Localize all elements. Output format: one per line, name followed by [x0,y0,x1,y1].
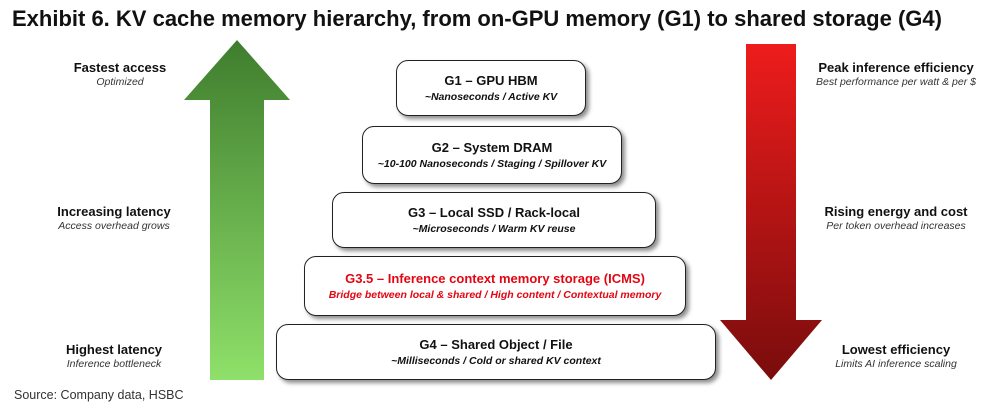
right-label-rising: Rising energy and cost Per token overhea… [796,204,996,232]
up-arrow-icon [184,40,290,380]
right-label-sub: Per token overhead increases [826,220,966,232]
exhibit-title: Exhibit 6. KV cache memory hierarchy, fr… [12,6,942,31]
tier-name: G4 – Shared Object / File [419,337,573,352]
right-label-heading: Peak inference efficiency [818,60,974,75]
right-label-heading: Lowest efficiency [841,342,951,357]
right-label-sub: Best performance per watt & per $ [816,76,976,88]
tier-name: G3 – Local SSD / Rack-local [408,205,580,220]
down-arrow-icon [720,44,822,380]
tier-name: G3.5 – Inference context memory storage … [345,271,645,286]
tier-g3-5-icms: G3.5 – Inference context memory storage … [304,256,686,316]
tier-name: G1 – GPU HBM [444,73,538,88]
left-label-heading: Highest latency [65,342,163,357]
left-label-sub: Access overhead grows [58,220,170,232]
tier-g2: G2 – System DRAM ~10-100 Nanoseconds / S… [362,126,622,184]
left-label-heading: Fastest access [73,60,167,75]
left-label-sub: Inference bottleneck [66,358,162,370]
right-label-lowest: Lowest efficiency Limits AI inference sc… [796,342,996,370]
tier-desc: ~10-100 Nanoseconds / Staging / Spillove… [377,158,607,170]
left-label-highest: Highest latency Inference bottleneck [14,342,214,370]
tier-desc: ~Milliseconds / Cold or shared KV contex… [391,355,601,367]
tier-g1: G1 – GPU HBM ~Nanoseconds / Active KV [396,60,586,116]
tier-name: G2 – System DRAM [431,140,553,155]
left-label-fastest: Fastest access Optimized [20,60,220,88]
source-note: Source: Company data, HSBC [14,388,184,402]
right-label-peak: Peak inference efficiency Best performan… [796,60,996,88]
right-label-heading: Rising energy and cost [824,204,968,219]
tier-g4: G4 – Shared Object / File ~Milliseconds … [276,324,716,380]
tier-desc: ~Microseconds / Warm KV reuse [412,223,576,235]
right-label-sub: Limits AI inference scaling [835,358,957,370]
tier-desc: ~Nanoseconds / Active KV [424,91,558,103]
tier-g3: G3 – Local SSD / Rack-local ~Microsecond… [332,192,656,248]
left-label-increasing: Increasing latency Access overhead grows [14,204,214,232]
left-label-sub: Optimized [96,76,144,88]
tier-desc: Bridge between local & shared / High con… [328,289,662,301]
left-label-heading: Increasing latency [57,204,171,219]
